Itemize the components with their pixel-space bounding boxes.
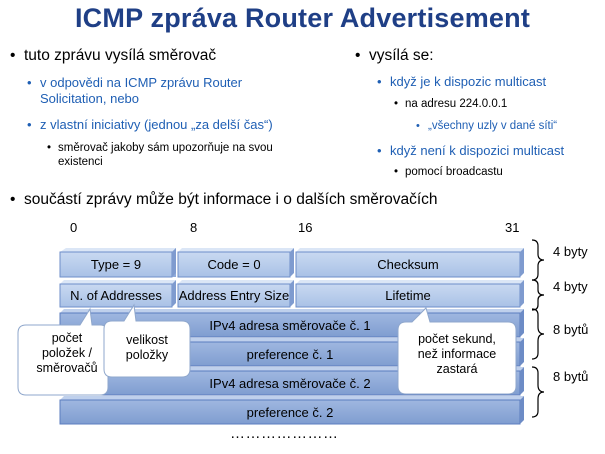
callout-size-text: velikost položky <box>104 333 190 363</box>
callout-count-line3: směrovačů <box>36 361 98 375</box>
right-sub-sub-bullet-2: pomocí broadcastu <box>394 165 503 179</box>
callout-lifetime-line2: než informace <box>417 347 497 361</box>
callout-size-line2: položky <box>125 348 169 362</box>
brace-row2 <box>531 279 545 311</box>
bottom-bullet: součástí zprávy může být informace i o d… <box>10 191 437 209</box>
callout-size-line1: velikost <box>126 333 168 347</box>
right-bullet-1: vysílá se: <box>355 47 434 65</box>
continuation-dots: ………………… <box>230 425 339 442</box>
left-sub-sub-bullet-line2: existenci <box>58 156 103 168</box>
brace-label-entry1: 8 bytů <box>553 322 589 337</box>
field-type-label: Type = 9 <box>91 257 141 272</box>
callout-size <box>103 303 191 378</box>
brace-entry2 <box>531 366 545 418</box>
bit-label-0: 0 <box>70 220 78 235</box>
callout-lifetime-text: počet sekund, než informace zastará <box>398 332 516 377</box>
right-sub-bullet-1: když je k dispozic multicast <box>377 74 546 90</box>
field-num-addresses: N. of Addresses <box>59 280 176 308</box>
brace-label-row2: 4 byty <box>553 279 588 294</box>
slide-title: ICMP zpráva Router Advertisement <box>74 3 531 33</box>
right-sub-sub-sub-bullet: „všechny uzly v dané síti“ <box>416 119 557 133</box>
field-code-label: Code = 0 <box>207 257 260 272</box>
left-sub-bullet-1-line2: Solicitation, nebo <box>40 91 140 106</box>
field-preference-2: preference č. 2 <box>59 396 524 425</box>
brace-row1 <box>531 239 545 281</box>
callout-count-text: počet položek / směrovačů <box>18 331 116 376</box>
right-sub-sub-bullet-1: na adresu 224.0.0.1 <box>394 97 507 111</box>
bit-label-31: 31 <box>505 220 520 235</box>
brace-label-entry2: 8 bytů <box>553 369 589 384</box>
field-entry-size: Address Entry Size <box>177 280 294 308</box>
brace-entry1 <box>531 308 545 360</box>
left-sub-bullet-1-line1: v odpovědi na ICMP zprávu Router <box>40 75 243 90</box>
callout-lifetime <box>397 307 517 395</box>
callout-count-line2: položek / <box>41 346 93 360</box>
bit-label-16: 16 <box>298 220 313 235</box>
left-sub-sub-bullet-line1: směrovač jakoby sám upozorňuje na svou <box>58 142 273 154</box>
field-ipv4-2-label: IPv4 adresa směrovače č. 2 <box>209 376 370 391</box>
left-sub-bullet-2: z vlastní iniciativy (jednou „za delší č… <box>27 117 273 133</box>
left-bullet-1: tuto zprávu vysílá směrovač <box>10 47 216 65</box>
field-checksum: Checksum <box>295 248 524 278</box>
field-type: Type = 9 <box>59 248 176 278</box>
brace-label-row1: 4 byty <box>553 244 588 259</box>
field-ipv4-1-label: IPv4 adresa směrovače č. 1 <box>209 318 370 333</box>
field-checksum-label: Checksum <box>377 257 438 272</box>
field-lifetime: Lifetime <box>295 280 524 308</box>
callout-lifetime-line1: počet sekund, <box>418 332 496 346</box>
field-entry-size-label: Address Entry Size <box>179 288 290 303</box>
field-lifetime-label: Lifetime <box>385 288 431 303</box>
right-sub-bullet-2: když není k dispozici multicast <box>377 143 564 159</box>
field-code: Code = 0 <box>177 248 294 278</box>
field-num-addresses-label: N. of Addresses <box>70 288 162 303</box>
left-sub-bullet-1: v odpovědi na ICMP zprávu Router Solicit… <box>27 75 320 107</box>
field-preference-2-label: preference č. 2 <box>247 405 334 420</box>
bit-label-8: 8 <box>190 220 198 235</box>
callout-lifetime-line3: zastará <box>436 362 478 376</box>
callout-count-line1: počet <box>51 331 83 345</box>
field-preference-1-label: preference č. 1 <box>247 347 334 362</box>
left-sub-sub-bullet: směrovač jakoby sám upozorňuje na svou e… <box>47 141 328 169</box>
